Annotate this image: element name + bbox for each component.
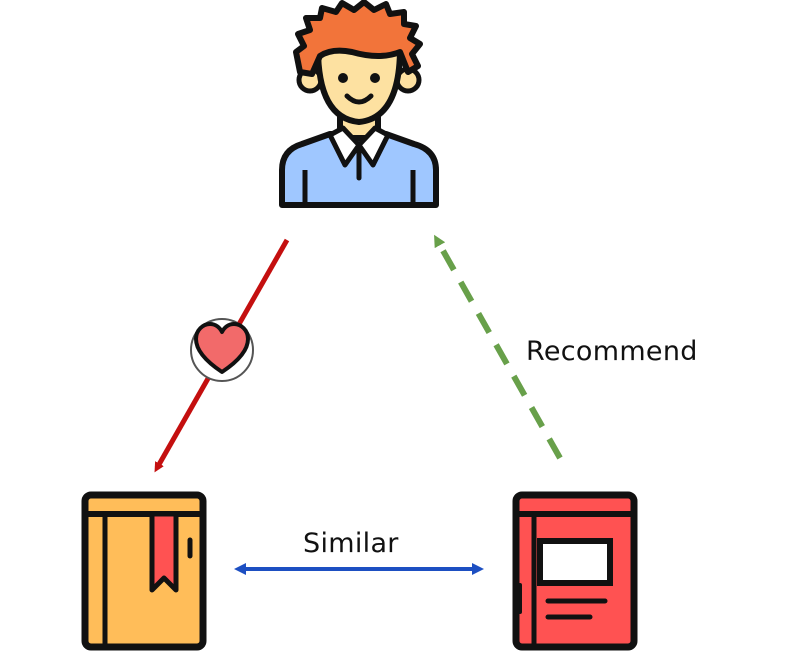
orange-book-icon — [81, 491, 207, 651]
similar-label: Similar — [303, 528, 399, 559]
recommend-label: Recommend — [526, 336, 698, 367]
recommend-edge — [434, 234, 563, 460]
user-avatar-icon — [279, 0, 439, 208]
heart-icon — [190, 318, 254, 382]
red-book-icon — [512, 491, 638, 651]
